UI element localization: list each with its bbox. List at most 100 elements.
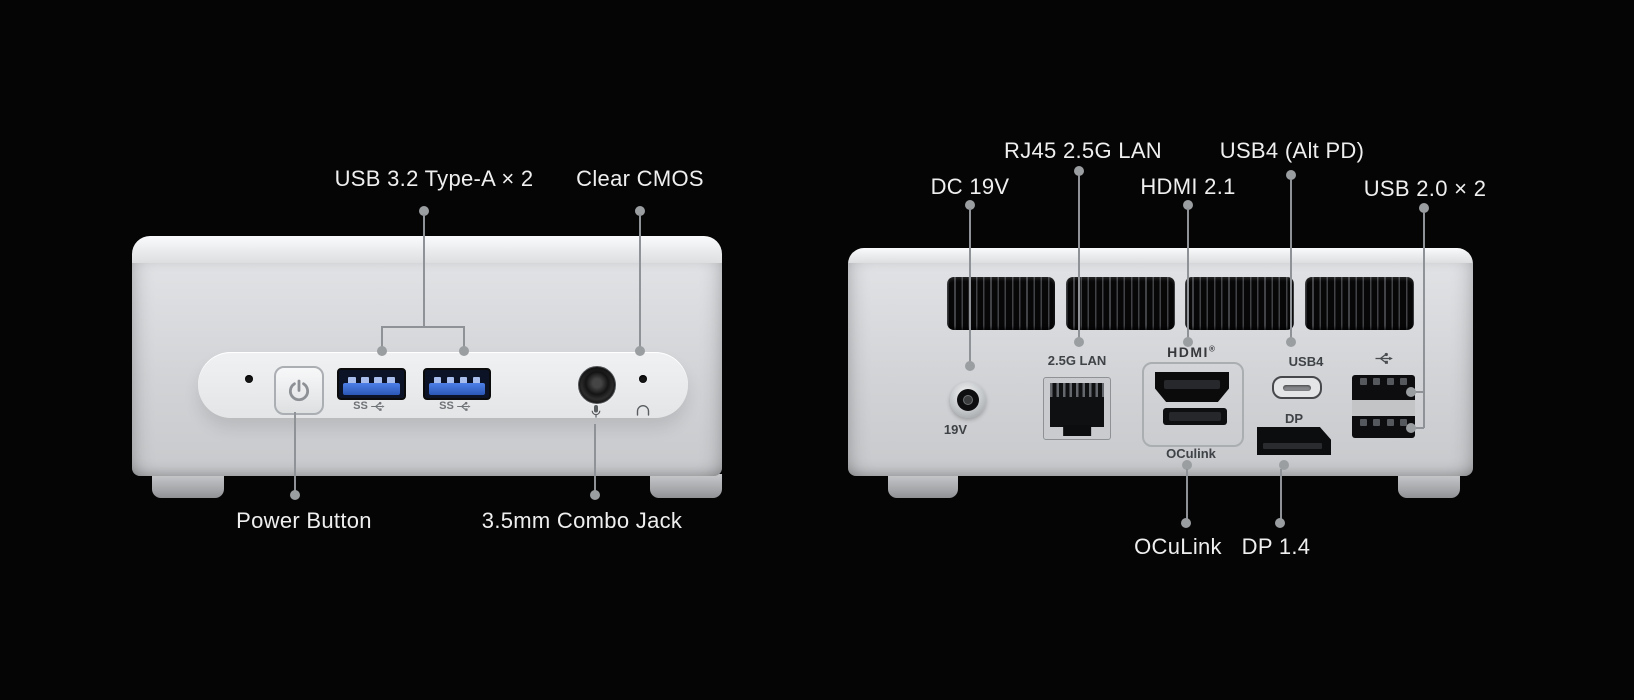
ss-label: SS [353, 400, 368, 412]
power-icon [288, 379, 310, 401]
front-left-foot [152, 474, 224, 498]
back-left-foot [888, 474, 958, 498]
callout-stub [1412, 391, 1424, 393]
displayport-port [1257, 427, 1331, 455]
callout-dot [965, 200, 975, 210]
dc-jack-hole [957, 389, 979, 411]
callout-label-usb4: USB4 (Alt PD) [1219, 138, 1365, 163]
headphone-icon [636, 405, 650, 416]
vent-grille-2 [1066, 277, 1175, 330]
callout-dot [1182, 460, 1192, 470]
hdmi-registered-mark: ® [1208, 344, 1215, 354]
callout-dot [1286, 337, 1296, 347]
callout-label-dc: DC 19V [930, 174, 1010, 199]
callout-dot [290, 490, 300, 500]
usb3-port-2 [423, 368, 491, 400]
callout-line [1186, 469, 1188, 521]
callout-line [639, 214, 641, 348]
callout-dot [965, 361, 975, 371]
dc-jack-pin [963, 395, 973, 405]
callout-dot [1286, 170, 1296, 180]
mini-pc-front-view: SS SS [132, 236, 722, 476]
callout-line [1290, 179, 1292, 338]
callout-dot [1181, 518, 1191, 528]
callout-dot [1183, 200, 1193, 210]
callout-line [381, 326, 383, 348]
callout-line [1187, 208, 1189, 338]
usb2-stack-divider [1352, 400, 1415, 416]
usb3-port-2-pins [434, 377, 480, 384]
callout-label-dp: DP 1.4 [1241, 534, 1311, 559]
oculink-port-slot [1169, 412, 1221, 421]
usb2-port-top [1352, 375, 1415, 400]
hdmi-port [1155, 372, 1229, 402]
lan-port-label: 2.5G LAN [1047, 353, 1107, 368]
callout-dot [1074, 337, 1084, 347]
callout-dot [1406, 387, 1416, 397]
callout-line [294, 412, 296, 494]
front-right-foot [650, 474, 722, 498]
dc-voltage-text: 19V [943, 422, 968, 437]
callout-label-hdmi: HDMI 2.1 [1140, 174, 1236, 199]
callout-dot [635, 346, 645, 356]
usb3-port-1-tongue [343, 382, 400, 395]
hdmi-oculink-port-group [1142, 362, 1244, 447]
hdmi-logo: HDMI® [1167, 344, 1215, 360]
callout-label-oculink: OCuLink [1134, 534, 1222, 559]
usb4-type-c-port [1272, 376, 1322, 399]
callout-label-jack: 3.5mm Combo Jack [481, 508, 683, 533]
callout-dot [1183, 337, 1193, 347]
callout-dot [1279, 460, 1289, 470]
combo-audio-jack [578, 366, 616, 404]
ss-label: SS [439, 400, 454, 412]
vent-grille-4 [1305, 277, 1414, 330]
callout-label-lan: RJ45 2.5G LAN [1004, 138, 1162, 163]
usb3-port-1-pins [348, 377, 395, 384]
superspeed-usb-icon: SS [353, 400, 385, 412]
callout-line [423, 214, 425, 328]
callout-label-cmos: Clear CMOS [576, 166, 704, 191]
callout-label-usb32: USB 3.2 Type-A × 2 [334, 166, 534, 191]
dp-port-label: DP [1284, 411, 1304, 426]
oculink-port [1163, 408, 1227, 425]
callout-dot [377, 346, 387, 356]
usb4-port-label: USB4 [1288, 354, 1324, 369]
superspeed-usb-icon: SS [439, 400, 471, 412]
rj45-cavity [1050, 383, 1104, 427]
usb3-port-1 [337, 368, 406, 400]
hdmi-port-slot [1163, 380, 1221, 389]
clear-cmos-pinhole [639, 375, 647, 383]
callout-stub [1412, 427, 1424, 429]
power-button [274, 366, 324, 415]
vent-grille-1 [947, 277, 1055, 330]
vent-grille-3 [1185, 277, 1294, 330]
hdmi-logo-text: HDMI [1167, 344, 1209, 360]
callout-line [594, 424, 596, 494]
usb4-port-slot [1283, 384, 1311, 391]
front-top-surface [132, 236, 722, 264]
usb2-port-bottom [1352, 416, 1415, 438]
oculink-port-label: OCulink [1166, 446, 1216, 461]
back-right-foot [1398, 474, 1460, 498]
usb-trident-icon [456, 401, 471, 411]
dc-power-jack [950, 382, 986, 418]
callout-line [1423, 212, 1425, 428]
callout-line [1280, 469, 1282, 521]
usb2-port-stack [1352, 375, 1415, 438]
usb3-port-2-tongue [429, 382, 485, 395]
callout-label-usb2: USB 2.0 × 2 [1363, 176, 1487, 201]
usb-trident-icon [370, 401, 385, 411]
callout-dot [1406, 423, 1416, 433]
front-led-pinhole [245, 375, 253, 383]
callout-dot [1419, 203, 1429, 213]
back-top-surface [848, 248, 1473, 264]
callout-dot [590, 490, 600, 500]
callout-dot [419, 206, 429, 216]
dc-voltage-label: 19V [944, 422, 982, 437]
mini-pc-back-view: 19V 2.5G LAN HDMI® OCulink USB4 DP [848, 248, 1473, 476]
microphone-icon [591, 405, 601, 418]
dp-port-slot [1262, 442, 1323, 449]
callout-line [463, 326, 465, 348]
callout-line [969, 208, 971, 364]
